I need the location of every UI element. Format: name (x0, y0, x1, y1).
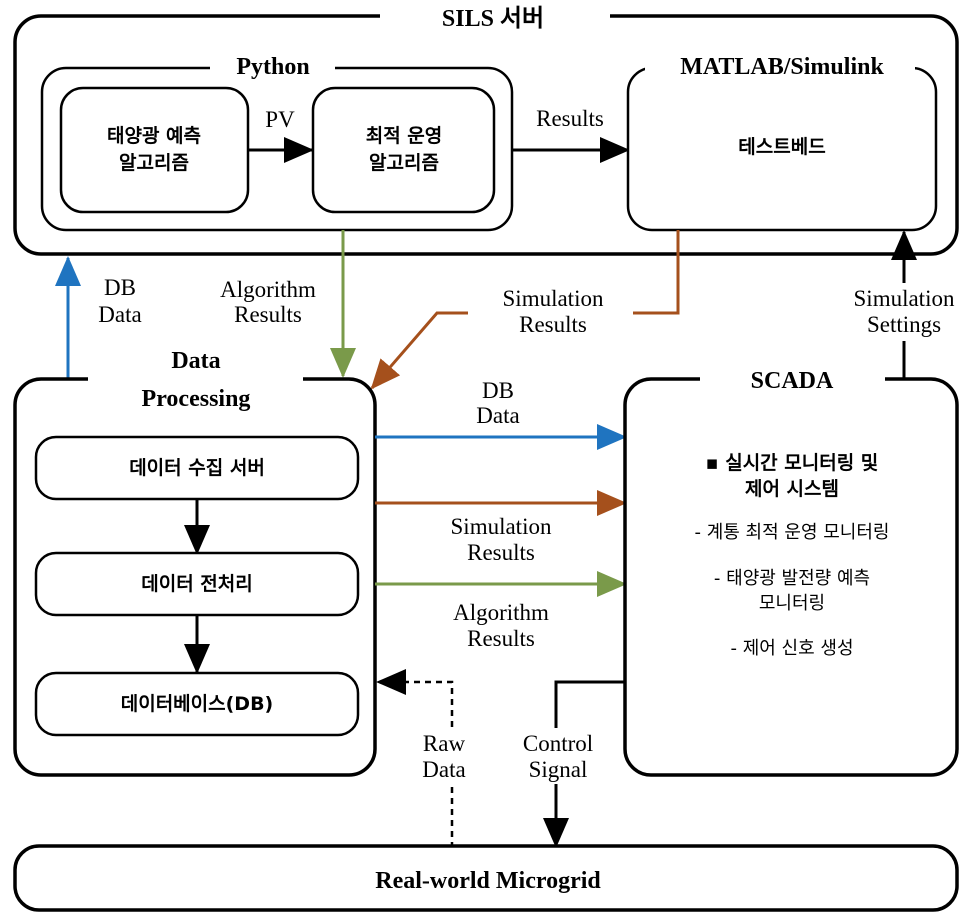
scada-title: SCADA (751, 368, 834, 394)
mid-sim-results-line1: Simulation (451, 514, 552, 539)
sim-results-diag-arrow (633, 230, 680, 315)
preprocessing-label: 데이터 전처리 (141, 573, 253, 595)
data-processing-title-line2: Processing (142, 386, 251, 412)
mid-db-data-line2: Data (476, 403, 519, 428)
raw-data-line2: Data (422, 757, 465, 782)
scada-bullet-line2: 제어 시스템 (745, 478, 839, 500)
database-box (34, 671, 360, 737)
raw-data-line1: Raw (423, 731, 466, 756)
matlab-title: MATLAB/Simulink (680, 54, 884, 80)
sim-settings-line2: Settings (867, 312, 941, 337)
sils-server-title: SILS 서버 (442, 5, 544, 32)
solar-prediction-line2: 알고리즘 (119, 152, 189, 174)
control-signal-arrow (543, 680, 625, 848)
raw-data-arrow (376, 669, 454, 848)
scada-sub2-line1: - 태양광 발전량 예측 (714, 568, 870, 589)
python-title: Python (236, 54, 309, 80)
database-label: 데이터베이스(DB) (121, 693, 274, 715)
solar-prediction-box (59, 86, 250, 214)
db-data-up-line2: Data (98, 302, 141, 327)
scada-sub2-line2: 모니터링 (759, 593, 825, 614)
microgrid-box (13, 844, 959, 912)
algo-results-down-line2: Results (234, 302, 302, 327)
microgrid-title: Real-world Microgrid (375, 868, 601, 894)
scada-sub1: - 계통 최적 운영 모니터링 (695, 522, 890, 543)
db-data-up-line1: DB (104, 275, 136, 300)
data-processing-title-line1: Data (171, 348, 220, 374)
control-signal-line1: Control (523, 731, 593, 756)
algo-results-down-line1: Algorithm (220, 277, 316, 302)
mid-sim-results-line2: Results (467, 540, 535, 565)
results-label: Results (536, 106, 604, 131)
sim-results-diag-line1: Simulation (503, 286, 604, 311)
control-signal-line2: Signal (529, 757, 588, 782)
solar-prediction-line1: 태양광 예측 (107, 125, 201, 147)
pv-label: PV (265, 107, 295, 132)
optimal-operation-line1: 최적 운영 (366, 125, 443, 147)
testbed-label: 테스트베드 (738, 136, 825, 158)
mid-db-data-line1: DB (482, 378, 514, 403)
mid-algo-results-line1: Algorithm (453, 600, 549, 625)
optimal-operation-box (311, 86, 496, 214)
scada-sub3: - 제어 신호 생성 (730, 638, 853, 659)
sim-settings-line1: Simulation (854, 286, 955, 311)
mid-algo-results-line2: Results (467, 626, 535, 651)
sim-results-diag-line2: Results (519, 312, 587, 337)
optimal-operation-line2: 알고리즘 (369, 152, 439, 174)
collection-server-label: 데이터 수집 서버 (129, 457, 265, 479)
scada-bullet-line1: ▪ 실시간 모니터링 및 (706, 452, 879, 474)
